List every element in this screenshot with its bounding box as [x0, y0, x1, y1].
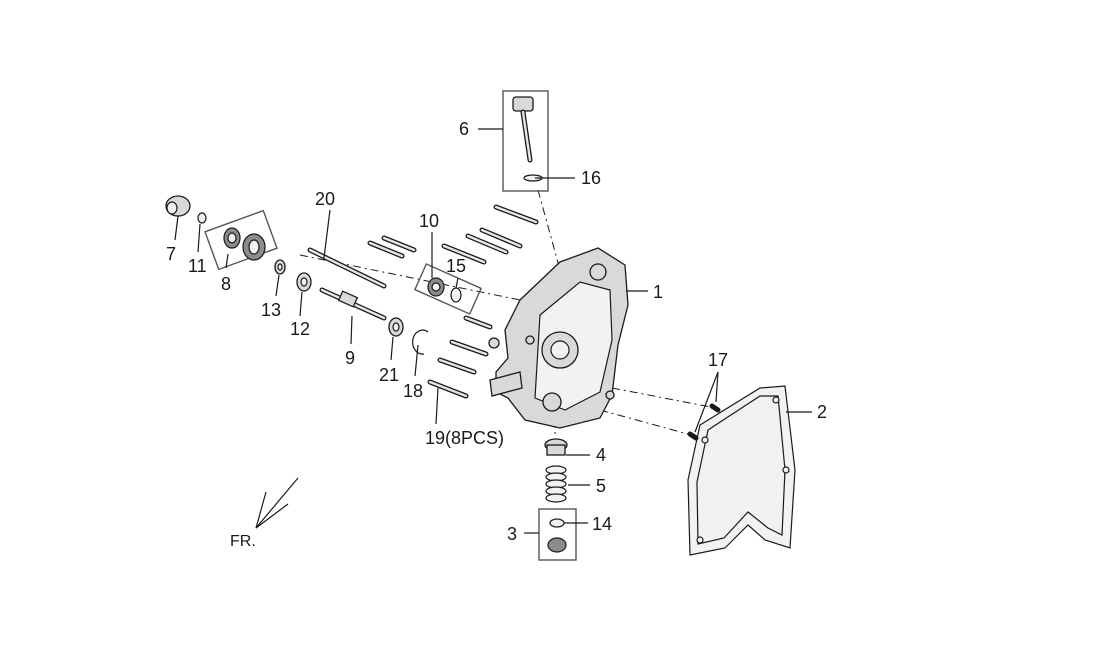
label-part-11: 11	[188, 256, 207, 276]
bush	[388, 317, 404, 337]
label-part-10: 10	[419, 211, 439, 231]
label-part-12: 12	[290, 319, 310, 339]
part-labels: 6 16 1 2 17 20 10 15 7 11 8 13 12 9 21 1…	[166, 119, 827, 550]
label-part-17: 17	[708, 350, 728, 370]
strainer-group	[538, 508, 577, 561]
cover-bolts	[367, 204, 539, 399]
front-direction-label: FR.	[230, 533, 256, 550]
front-direction-arrow	[255, 477, 299, 529]
cover-gasket	[687, 385, 796, 556]
label-part-14: 14	[592, 514, 612, 534]
label-part-19: 19(8PCS)	[425, 428, 504, 448]
bearing-group-box	[204, 209, 278, 271]
label-part-1: 1	[653, 282, 663, 302]
label-part-2: 2	[817, 402, 827, 422]
crankcase-cover	[488, 247, 629, 429]
strainer-group-box	[538, 508, 577, 561]
dipstick-group-box	[502, 90, 549, 192]
spring	[545, 465, 567, 503]
label-part-20: 20	[315, 189, 335, 209]
assembly-axes	[299, 189, 717, 438]
seal-group-box	[413, 263, 483, 315]
leader-lines	[174, 128, 812, 534]
long-bolt	[307, 247, 387, 289]
label-part-3: 3	[507, 524, 517, 544]
bearing-pair	[204, 209, 278, 271]
label-part-6: 6	[459, 119, 469, 139]
small-washer	[197, 212, 207, 224]
drain-plug	[544, 438, 568, 456]
label-part-15: 15	[446, 256, 466, 276]
label-part-21: 21	[379, 365, 399, 385]
shaft	[319, 287, 387, 321]
label-part-13: 13	[261, 300, 281, 320]
circlip	[412, 329, 429, 355]
dipstick-assembly	[502, 90, 549, 192]
label-part-16: 16	[581, 168, 601, 188]
cap-nut	[165, 195, 191, 217]
label-part-9: 9	[345, 348, 355, 368]
seal-12	[296, 272, 312, 292]
dowel-pins	[687, 403, 721, 441]
label-part-18: 18	[403, 381, 423, 401]
label-part-8: 8	[221, 274, 231, 294]
label-part-7: 7	[166, 244, 176, 264]
label-part-5: 5	[596, 476, 606, 496]
label-part-4: 4	[596, 445, 606, 465]
seal-oring-group	[413, 263, 483, 315]
seal-13	[274, 259, 286, 275]
